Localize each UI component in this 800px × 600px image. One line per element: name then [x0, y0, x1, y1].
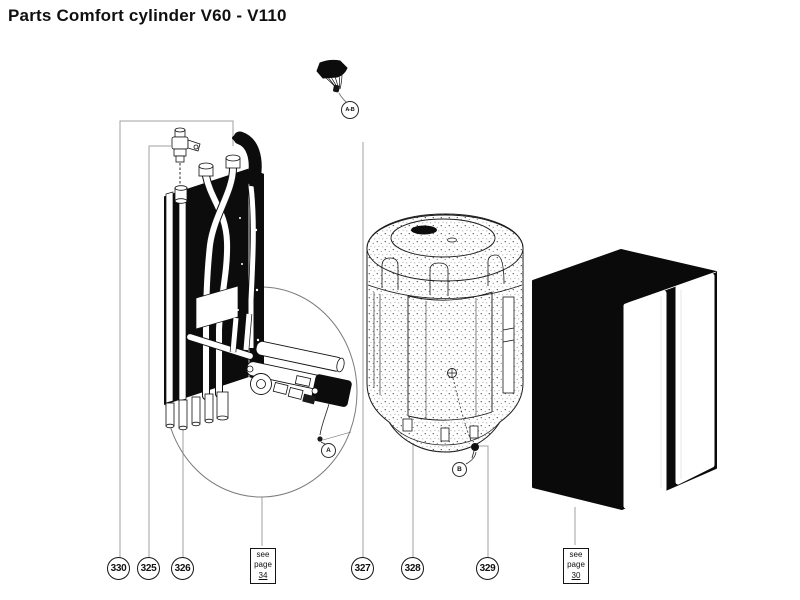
marker-ab-circle: A-B: [341, 101, 359, 119]
inlet-valve-drawing: [171, 127, 201, 204]
see-page-34-line2: page: [254, 560, 272, 570]
see-page-30-line1: see: [569, 550, 583, 559]
callout-327: 327: [351, 557, 374, 580]
marker-a-circle: A: [321, 443, 336, 458]
ab-cable-connector-drawing: [316, 59, 348, 103]
callout-328: 328: [401, 557, 424, 580]
see-page-30-line2: page: [567, 560, 585, 570]
valve-assembly-detail-drawing: [186, 313, 352, 445]
callout-330: 330: [107, 557, 130, 580]
marker-b-circle: B: [452, 462, 467, 477]
hydro-unit-drawing: [163, 131, 264, 431]
leader-lines: [119, 120, 576, 558]
drain-plug-drawing: [465, 443, 479, 465]
callout-326: 326: [171, 557, 194, 580]
insulated-tank-drawing: [366, 213, 524, 453]
see-page-34-number: 34: [258, 570, 268, 580]
callout-325: 325: [137, 557, 160, 580]
see-page-34-box: see page 34: [250, 548, 276, 584]
see-page-30-number: 30: [571, 570, 581, 580]
page-title: Parts Comfort cylinder V60 - V110: [8, 6, 287, 25]
see-page-30-box: see page 30: [563, 548, 589, 584]
cabinet-drawing: [532, 249, 717, 510]
callout-329: 329: [476, 557, 499, 580]
see-page-34-line1: see: [256, 550, 270, 559]
